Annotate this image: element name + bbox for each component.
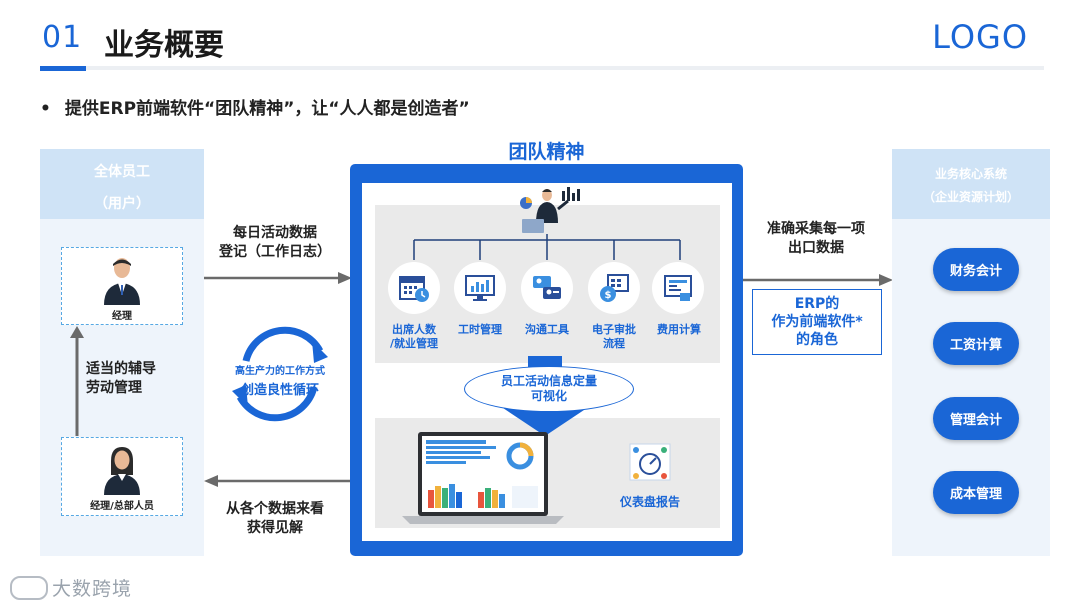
header-divider bbox=[40, 66, 1044, 70]
cycle-text: 高生产力的工作方式 创造良性循环 bbox=[220, 362, 340, 398]
tool-label-expense: 费用计算 bbox=[657, 323, 701, 336]
role-label-manager: 经理 bbox=[112, 311, 132, 322]
right-panel-subtitle: （企业资源计划） bbox=[922, 190, 1019, 204]
flow-to-center-line1: 每日活动数据 bbox=[233, 225, 317, 241]
logo: LOGO bbox=[932, 18, 1028, 56]
right-panel-title: 业务核心系统 bbox=[934, 167, 1007, 181]
watermark-text: 大数跨境 bbox=[52, 578, 133, 600]
visualize-ellipse: 员工活动信息定量 可视化 bbox=[464, 366, 634, 412]
erp-line3: 的角色 bbox=[796, 332, 838, 348]
tool-timesheet bbox=[454, 262, 506, 314]
section-number: 01 bbox=[42, 20, 83, 55]
left-panel-subtitle: （用户） bbox=[94, 196, 150, 212]
tool-label-approval: 电子审批 流程 bbox=[575, 323, 653, 351]
watermark: 大数跨境 bbox=[10, 574, 132, 601]
erp-line2: 作为前端软件* bbox=[771, 314, 863, 330]
bullet-dot: • bbox=[40, 99, 51, 119]
tool-label-timesheet: 工时管理 bbox=[458, 323, 502, 336]
flow-to-right-text: 准确采集每一项 出口数据 bbox=[748, 220, 884, 258]
flow-to-center-text: 每日活动数据 登记（工作日志） bbox=[206, 224, 344, 262]
tools-connector bbox=[413, 234, 681, 260]
flow-from-center-text: 从各个数据来看 获得见解 bbox=[206, 500, 344, 538]
guidance-line2: 劳动管理 bbox=[86, 380, 142, 396]
bullet-text: 提供ERP前端软件“团队精神”，让“人人都是创造者” bbox=[64, 99, 470, 119]
visualize-line2: 可视化 bbox=[530, 389, 567, 403]
laptop-dashboard-icon bbox=[402, 432, 564, 524]
tool-approval: $ bbox=[588, 262, 640, 314]
flow-to-right-line2: 出口数据 bbox=[788, 240, 844, 256]
approval-money-icon: $ bbox=[600, 274, 629, 302]
guidance-line1: 适当的辅导 bbox=[86, 361, 156, 377]
expense-calc-icon bbox=[664, 275, 692, 301]
flow-from-center-line2: 获得见解 bbox=[247, 520, 303, 536]
right-panel-header: 业务核心系统 （企业资源计划） bbox=[892, 149, 1050, 219]
arrow-to-right bbox=[743, 274, 893, 286]
up-arrow bbox=[70, 326, 84, 436]
left-panel-title: 全体员工 bbox=[94, 164, 150, 180]
role-card-manager: 经理 bbox=[61, 247, 183, 325]
tool-communication bbox=[521, 262, 573, 314]
cycle-line1: 高生产力的工作方式 bbox=[235, 366, 325, 377]
role-card-hq-staff: 经理/总部人员 bbox=[61, 437, 183, 516]
chat-users-icon bbox=[533, 276, 561, 299]
payroll-button[interactable]: 工资计算 bbox=[933, 322, 1019, 365]
arrow-from-center bbox=[204, 475, 352, 487]
tool-label-approval-line1: 电子审批 bbox=[592, 323, 636, 336]
arrow-to-center bbox=[204, 272, 352, 284]
tool-label-approval-line2: 流程 bbox=[603, 337, 625, 350]
financial-accounting-button[interactable]: 财务会计 bbox=[933, 248, 1019, 291]
management-accounting-button[interactable]: 管理会计 bbox=[933, 397, 1019, 440]
flow-to-center-line2: 登记（工作日志） bbox=[219, 244, 331, 260]
tool-expense bbox=[652, 262, 704, 314]
erp-line1: ERP的 bbox=[794, 296, 840, 312]
visualize-line1: 员工活动信息定量 bbox=[500, 374, 597, 388]
dashboard-label: 仪表盘报告 bbox=[619, 495, 680, 509]
erp-role-box: ERP的 作为前端软件* 的角色 bbox=[752, 289, 882, 355]
dashboard-report-icon bbox=[629, 443, 671, 481]
presenter-icon bbox=[520, 187, 580, 233]
tool-attendance bbox=[388, 262, 440, 314]
left-panel-header: 全体员工 （用户） bbox=[40, 149, 204, 219]
female-staff-icon bbox=[104, 447, 140, 495]
watermark-logo-icon bbox=[10, 575, 48, 600]
bullet-point: • 提供ERP前端软件“团队精神”，让“人人都是创造者” bbox=[40, 94, 470, 119]
tool-label-attendance: 出席人数 /就业管理 bbox=[375, 323, 453, 351]
male-manager-icon bbox=[104, 258, 140, 305]
monitor-chart-icon bbox=[465, 275, 495, 301]
cycle-line2: 创造良性循环 bbox=[240, 383, 319, 398]
page-title: 业务概要 bbox=[104, 28, 224, 63]
flow-from-center-line1: 从各个数据来看 bbox=[226, 501, 324, 517]
cycle-arrows-icon bbox=[232, 326, 328, 422]
tool-label-attendance-line1: 出席人数 bbox=[392, 323, 436, 336]
role-label-hq-staff: 经理/总部人员 bbox=[90, 501, 154, 512]
tool-label-communication: 沟通工具 bbox=[525, 323, 569, 336]
guidance-text: 适当的辅导 劳动管理 bbox=[86, 360, 196, 398]
flow-to-right-line1: 准确采集每一项 bbox=[767, 221, 865, 237]
svg-text:$: $ bbox=[605, 290, 612, 301]
center-title: 团队精神 bbox=[508, 141, 585, 163]
calendar-clock-icon bbox=[399, 276, 429, 302]
cost-management-button[interactable]: 成本管理 bbox=[933, 471, 1019, 514]
header-divider-accent bbox=[40, 66, 86, 71]
tool-label-attendance-line2: /就业管理 bbox=[389, 337, 439, 350]
